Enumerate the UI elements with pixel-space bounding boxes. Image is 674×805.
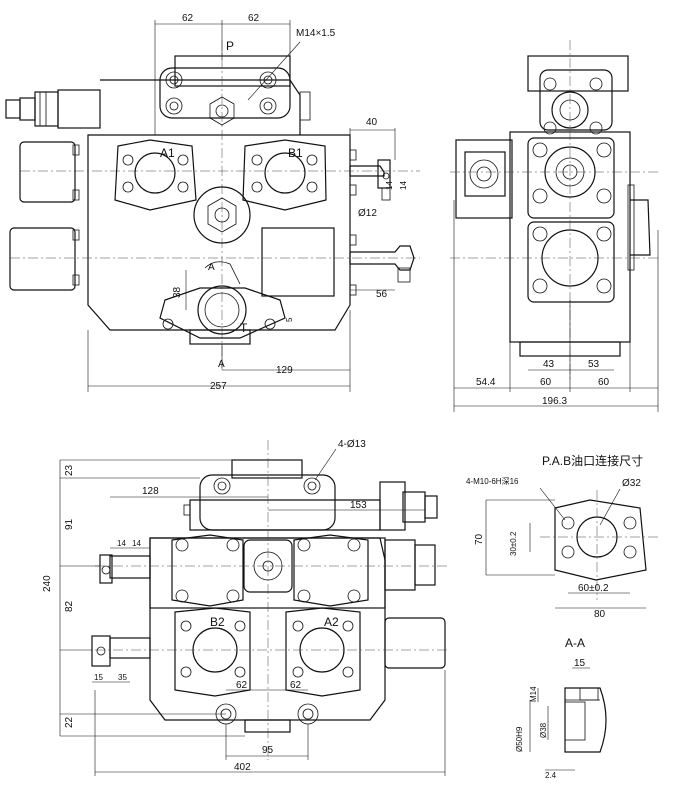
label-port-p: P bbox=[226, 39, 234, 53]
dim-82: 82 bbox=[64, 600, 75, 612]
dim-95: 95 bbox=[262, 745, 274, 756]
flange-detail: P.A.B油口连接尺寸 4-M10-6H深16 Ø32 70 30±0.2 60… bbox=[466, 453, 660, 620]
dim-128: 128 bbox=[142, 486, 159, 497]
label-port-a1: A1 bbox=[160, 146, 175, 160]
dim-15: 15 bbox=[574, 658, 586, 669]
label-section-a: A bbox=[218, 359, 225, 370]
flange-thread: 4-M10-6H深16 bbox=[466, 477, 519, 486]
dim-14-a: 14 bbox=[385, 181, 394, 190]
dim-60-b: 60 bbox=[598, 377, 610, 388]
dim-14-a: 14 bbox=[117, 539, 126, 548]
dim-phi12: Ø12 bbox=[358, 208, 377, 219]
label-port-a2: A2 bbox=[324, 615, 339, 629]
dim-196-3: 196.3 bbox=[542, 396, 567, 407]
label-thread: M14×1.5 bbox=[296, 28, 336, 39]
dim-60-a: 60 bbox=[540, 377, 552, 388]
dim-70: 70 bbox=[474, 533, 485, 545]
dim-phi32: Ø32 bbox=[622, 478, 641, 489]
label-port-t: T bbox=[240, 321, 248, 335]
section-a-a: A-A 15 M14 Ø38 Ø50H9 2.4 bbox=[515, 636, 607, 780]
dim-30: 30±0.2 bbox=[509, 531, 518, 556]
dim-15: 15 bbox=[94, 673, 103, 682]
dim-62-left: 62 bbox=[236, 680, 248, 691]
front-view: 62 62 P M14×1.5 bbox=[5, 13, 420, 392]
dim-60: 60±0.2 bbox=[578, 583, 609, 594]
dim-56: 56 bbox=[376, 289, 388, 300]
dim-14-b: 14 bbox=[399, 181, 408, 190]
dim-53: 53 bbox=[588, 359, 600, 370]
dim-14-b: 14 bbox=[132, 539, 141, 548]
dim-23: 23 bbox=[64, 464, 75, 476]
label-port-b2: B2 bbox=[210, 615, 225, 629]
dim-80: 80 bbox=[594, 609, 606, 620]
label-port-a-small: A bbox=[208, 262, 215, 273]
dim-5: 5 bbox=[285, 317, 294, 322]
dim-35: 35 bbox=[118, 673, 127, 682]
dim-129: 129 bbox=[276, 365, 293, 376]
dim-62-right: 62 bbox=[290, 680, 302, 691]
flange-title: P.A.B油口连接尺寸 bbox=[542, 453, 643, 468]
dim-38: 38 bbox=[172, 286, 183, 298]
dim-40: 40 bbox=[366, 117, 378, 128]
dim-43: 43 bbox=[543, 359, 555, 370]
dim-54-4: 54.4 bbox=[476, 377, 496, 388]
dim-257: 257 bbox=[210, 381, 227, 392]
dim-phi50: Ø50H9 bbox=[515, 726, 524, 752]
dim-402: 402 bbox=[234, 762, 251, 773]
label-port-b1: B1 bbox=[288, 146, 303, 160]
dim-phi38: Ø38 bbox=[539, 722, 548, 738]
dim-22: 22 bbox=[64, 716, 75, 728]
dim-240: 240 bbox=[42, 575, 53, 592]
bottom-view: 4-Ø13 B2 A2 bbox=[42, 439, 450, 776]
dim-62-left: 62 bbox=[182, 13, 194, 24]
dim-m14: M14 bbox=[529, 686, 538, 702]
label-holes: 4-Ø13 bbox=[338, 439, 366, 450]
section-label: A-A bbox=[565, 636, 585, 650]
dim-2-4: 2.4 bbox=[545, 771, 557, 780]
dim-62-right: 62 bbox=[248, 13, 260, 24]
dim-153: 153 bbox=[350, 500, 367, 511]
dim-91: 91 bbox=[64, 518, 75, 530]
side-view: 43 53 54.4 60 60 196.3 bbox=[450, 40, 660, 412]
